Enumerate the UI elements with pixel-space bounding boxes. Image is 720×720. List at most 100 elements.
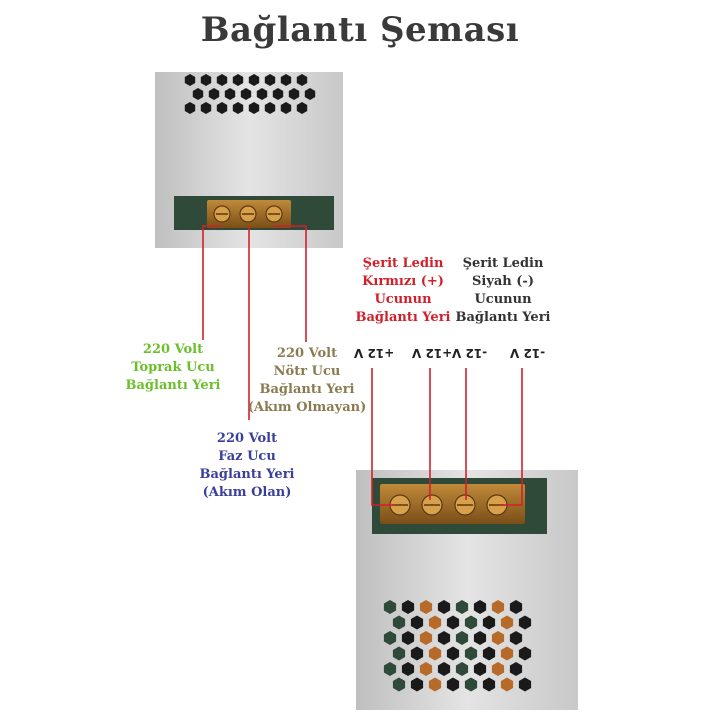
ground-label-line: 220 Volt bbox=[142, 342, 204, 357]
terminal-mark-plus12: +12 V bbox=[412, 346, 453, 360]
plus12-wire-1 bbox=[371, 368, 395, 506]
vent-hole bbox=[509, 662, 523, 676]
vent-hole bbox=[410, 646, 424, 661]
vent-hole bbox=[437, 600, 451, 614]
vent-hole bbox=[280, 74, 292, 86]
vent-hole bbox=[518, 615, 532, 630]
vent-hole bbox=[392, 646, 406, 661]
vent-hole bbox=[410, 677, 424, 692]
led-black-label-line: Ucunun bbox=[474, 292, 532, 307]
ac-terminal-screws bbox=[213, 205, 283, 223]
vent-hole bbox=[437, 631, 451, 645]
vent-hole bbox=[464, 646, 478, 661]
vent-hole bbox=[446, 615, 460, 630]
neutral-label: 220 Volt Nötr Ucu Bağlantı Yeri (Akım Ol… bbox=[247, 345, 367, 417]
dc-vent-grille bbox=[383, 600, 532, 692]
vent-hole bbox=[288, 88, 300, 100]
vent-hole bbox=[264, 74, 276, 86]
vent-hole bbox=[464, 677, 478, 692]
vent-hole bbox=[264, 102, 276, 114]
wires bbox=[202, 225, 523, 506]
vent-hole bbox=[296, 102, 308, 114]
vent-hole bbox=[419, 600, 433, 614]
terminal-mark-minus12: -12 V bbox=[452, 346, 488, 360]
vent-hole bbox=[401, 600, 415, 614]
vent-hole bbox=[184, 102, 196, 114]
phase-label: 220 Volt Faz Ucu Bağlantı Yeri (Akım Ola… bbox=[192, 430, 302, 502]
vent-hole bbox=[216, 102, 228, 114]
vent-hole bbox=[200, 102, 212, 114]
vent-hole bbox=[509, 631, 523, 645]
vent-hole bbox=[482, 677, 496, 692]
vent-hole bbox=[383, 600, 397, 614]
vent-hole bbox=[419, 631, 433, 645]
vent-hole bbox=[482, 615, 496, 630]
vent-hole bbox=[192, 88, 204, 100]
vent-hole bbox=[437, 662, 451, 676]
vent-hole bbox=[224, 88, 236, 100]
vent-hole bbox=[296, 74, 308, 86]
vent-hole bbox=[401, 662, 415, 676]
ground-label-line: Toprak Ucu bbox=[131, 360, 215, 375]
ac-power-supply bbox=[155, 72, 343, 248]
vent-hole bbox=[500, 646, 514, 661]
phase-label-line: 220 Volt bbox=[216, 431, 278, 446]
led-black-label: Şerit Ledin Siyah (-) Ucunun Bağlantı Ye… bbox=[448, 255, 558, 327]
dc-terminal-screws bbox=[389, 494, 508, 516]
phase-label-line: Bağlantı Yeri bbox=[199, 467, 295, 482]
vent-hole bbox=[208, 88, 220, 100]
led-black-label-line: Şerit Ledin bbox=[462, 256, 544, 271]
vent-hole bbox=[464, 615, 478, 630]
vent-hole bbox=[184, 74, 196, 86]
neutral-label-line: Nötr Ucu bbox=[273, 364, 341, 379]
vent-hole bbox=[428, 615, 442, 630]
vent-hole bbox=[482, 646, 496, 661]
vent-hole bbox=[455, 600, 469, 614]
vent-hole bbox=[428, 677, 442, 692]
vent-hole bbox=[280, 102, 292, 114]
vent-hole bbox=[248, 102, 260, 114]
led-black-label-line: Bağlantı Yeri bbox=[455, 310, 551, 325]
phase-label-line: Faz Ucu bbox=[218, 449, 276, 464]
led-red-label-line: Ucunun bbox=[374, 292, 432, 307]
led-red-label-line: Bağlantı Yeri bbox=[355, 310, 451, 325]
vent-hole bbox=[240, 88, 252, 100]
led-red-label-line: Şerit Ledin bbox=[362, 256, 444, 271]
vent-hole bbox=[473, 631, 487, 645]
ground-wire bbox=[202, 225, 221, 340]
vent-hole bbox=[248, 74, 260, 86]
vent-hole bbox=[232, 74, 244, 86]
minus12-wire-2 bbox=[500, 368, 523, 506]
dc-terminal-block bbox=[380, 484, 525, 524]
vent-hole bbox=[491, 600, 505, 614]
ground-label: 220 Volt Toprak Ucu Bağlantı Yeri bbox=[118, 341, 228, 395]
neutral-label-line: Bağlantı Yeri bbox=[259, 382, 355, 397]
vent-hole bbox=[518, 646, 532, 661]
vent-hole bbox=[509, 600, 523, 614]
vent-hole bbox=[410, 615, 424, 630]
neutral-label-line: 220 Volt bbox=[276, 346, 338, 361]
vent-hole bbox=[428, 646, 442, 661]
vent-hole bbox=[256, 88, 268, 100]
vent-hole bbox=[392, 677, 406, 692]
vent-hole bbox=[419, 662, 433, 676]
vent-hole bbox=[446, 646, 460, 661]
diagram-title: Bağlantı Şeması bbox=[200, 10, 520, 50]
vent-hole bbox=[383, 662, 397, 676]
dc-power-supply bbox=[356, 470, 578, 710]
vent-hole bbox=[216, 74, 228, 86]
vent-hole bbox=[518, 677, 532, 692]
ground-label-line: Bağlantı Yeri bbox=[125, 378, 221, 393]
vent-hole bbox=[232, 102, 244, 114]
led-red-label: Şerit Ledin Kırmızı (+) Ucunun Bağlantı … bbox=[348, 255, 458, 327]
vent-hole bbox=[455, 662, 469, 676]
led-red-label-line: Kırmızı (+) bbox=[362, 274, 444, 289]
vent-hole bbox=[304, 88, 316, 100]
vent-hole bbox=[473, 600, 487, 614]
vent-hole bbox=[500, 615, 514, 630]
vent-hole bbox=[401, 631, 415, 645]
neutral-label-line: (Akım Olmayan) bbox=[247, 400, 367, 415]
ac-vent-grille bbox=[184, 74, 316, 114]
vent-hole bbox=[272, 88, 284, 100]
terminal-mark-plus12: +12 V bbox=[354, 346, 395, 360]
